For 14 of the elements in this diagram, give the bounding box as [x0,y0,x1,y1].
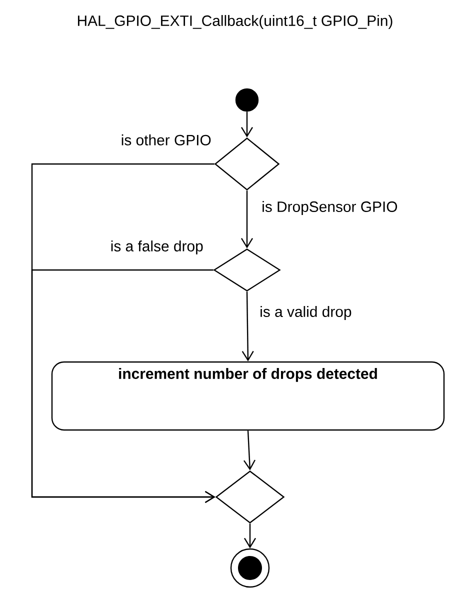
title: HAL_GPIO_EXTI_Callback(uint16_t GPIO_Pin) [78,15,392,29]
arrow [244,430,256,470]
arrow [240,112,253,138]
arrow [244,524,256,548]
edge-label: is a valid drop [260,306,352,320]
end-bullseye [230,548,270,588]
start-dot [235,88,259,112]
edge-label: is a false drop [111,240,203,254]
edge-label: is DropSensor GPIO [262,201,398,215]
arrow [242,292,254,362]
edge-label: is other GPIO [122,134,211,146]
arrow [240,190,253,248]
arrow [31,269,216,504]
action-box: increment number of drops detected [51,361,445,431]
